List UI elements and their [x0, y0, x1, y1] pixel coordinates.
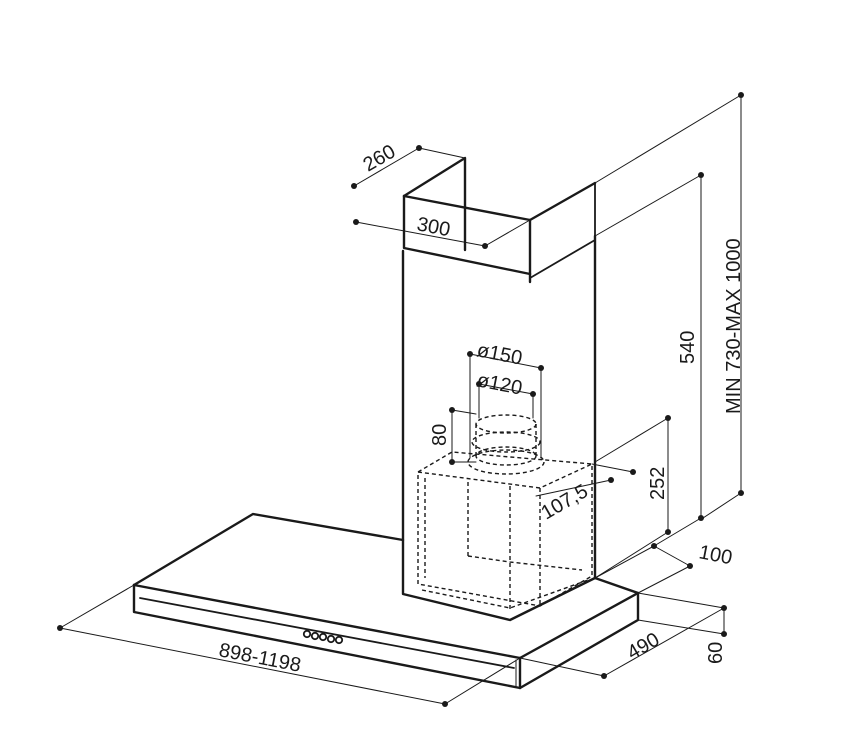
label-107-5: 107,5: [538, 480, 592, 524]
motor-housing-hidden: [417, 414, 593, 612]
control-buttons: [302, 629, 344, 645]
label-80: 80: [429, 424, 451, 446]
label-total-height: MIN 730-MAX 1000: [723, 238, 745, 414]
control-button-2[interactable]: [310, 631, 320, 641]
control-button-1[interactable]: [302, 629, 312, 639]
label-60: 60: [705, 642, 727, 664]
label-490: 490: [624, 629, 664, 665]
label-d120: ø120: [475, 369, 524, 399]
control-button-5[interactable]: [334, 635, 344, 645]
label-260: 260: [360, 141, 400, 177]
dimension-lines: [57, 92, 744, 707]
canopy: [132, 512, 640, 690]
label-252: 252: [647, 467, 669, 500]
control-button-3[interactable]: [318, 632, 328, 642]
dimension-labels: 260 300 ø150 ø120 80 107,5 252 540 MIN 7…: [217, 141, 745, 677]
label-300: 300: [415, 213, 452, 241]
control-button-4[interactable]: [326, 634, 336, 644]
label-d150: ø150: [475, 339, 524, 369]
label-width: 898-1198: [217, 639, 303, 676]
label-540: 540: [677, 331, 699, 364]
label-100: 100: [697, 541, 734, 569]
